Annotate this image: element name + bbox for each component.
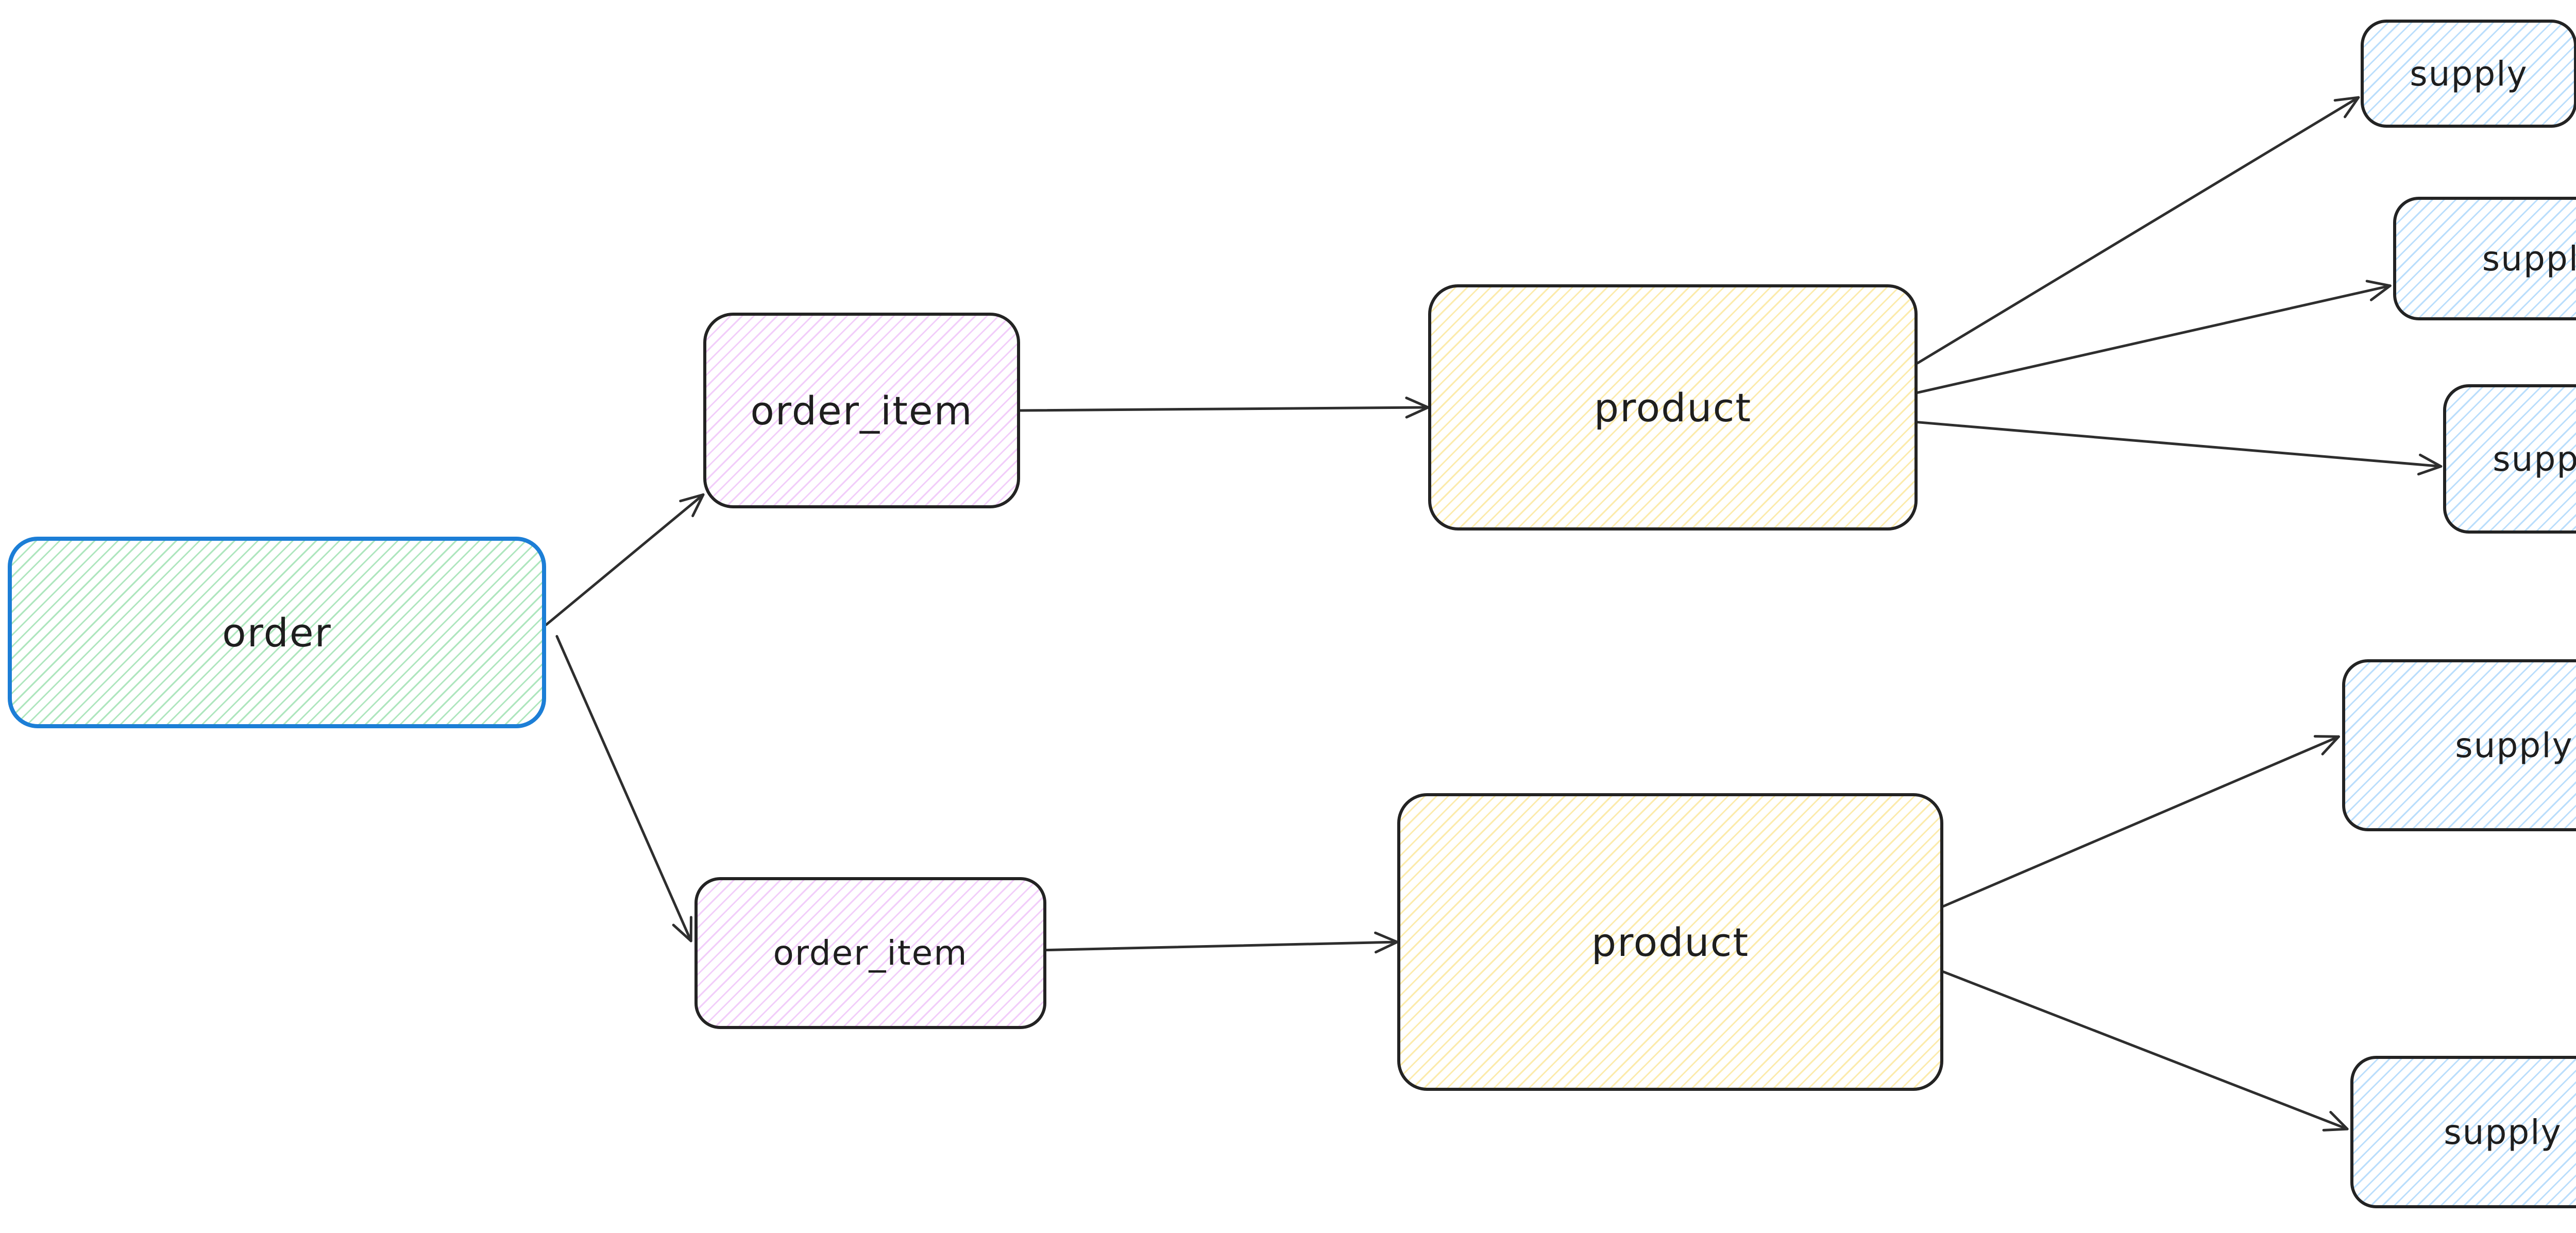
node-label: supply — [2493, 439, 2576, 479]
node-supply-2[interactable]: supply — [2393, 197, 2576, 320]
edge-product-top-to-supply-3[interactable] — [1916, 421, 2443, 476]
edge-product-bottom-to-supply-5[interactable] — [1942, 970, 2349, 1132]
node-label: product — [1591, 919, 1750, 965]
edge-order-item-top-to-product-top[interactable] — [1019, 397, 1430, 419]
node-supply-3[interactable]: supply — [2443, 384, 2576, 534]
node-label: supply — [2410, 54, 2528, 94]
node-label: supply — [2455, 725, 2573, 765]
edge-product-top-to-supply-2[interactable] — [1916, 280, 2392, 394]
node-supply-5[interactable]: supply — [2350, 1056, 2576, 1208]
node-product-top[interactable]: product — [1428, 284, 1918, 530]
edge-order-item-bottom-to-product-bottom[interactable] — [1045, 931, 1399, 954]
node-order-item-bottom[interactable]: order_item — [694, 877, 1046, 1029]
node-order-item-top[interactable]: order_item — [703, 313, 1020, 508]
node-label: order_item — [750, 387, 973, 434]
node-label: supply — [2482, 238, 2576, 279]
node-supply-4[interactable]: supply — [2342, 659, 2576, 831]
node-supply-1[interactable]: supply — [2361, 20, 2576, 128]
node-label: product — [1594, 384, 1752, 431]
node-label: order_item — [773, 933, 968, 973]
node-label: supply — [2444, 1112, 2562, 1152]
node-label: order — [222, 609, 332, 656]
edge-order-to-order-item-top[interactable] — [545, 493, 705, 626]
node-order[interactable]: order — [8, 537, 546, 728]
node-product-bottom[interactable]: product — [1397, 793, 1943, 1091]
edge-product-bottom-to-supply-4[interactable] — [1942, 735, 2340, 908]
edge-order-to-order-item-bottom[interactable] — [555, 635, 692, 943]
edge-product-top-to-supply-1[interactable] — [1916, 96, 2360, 365]
